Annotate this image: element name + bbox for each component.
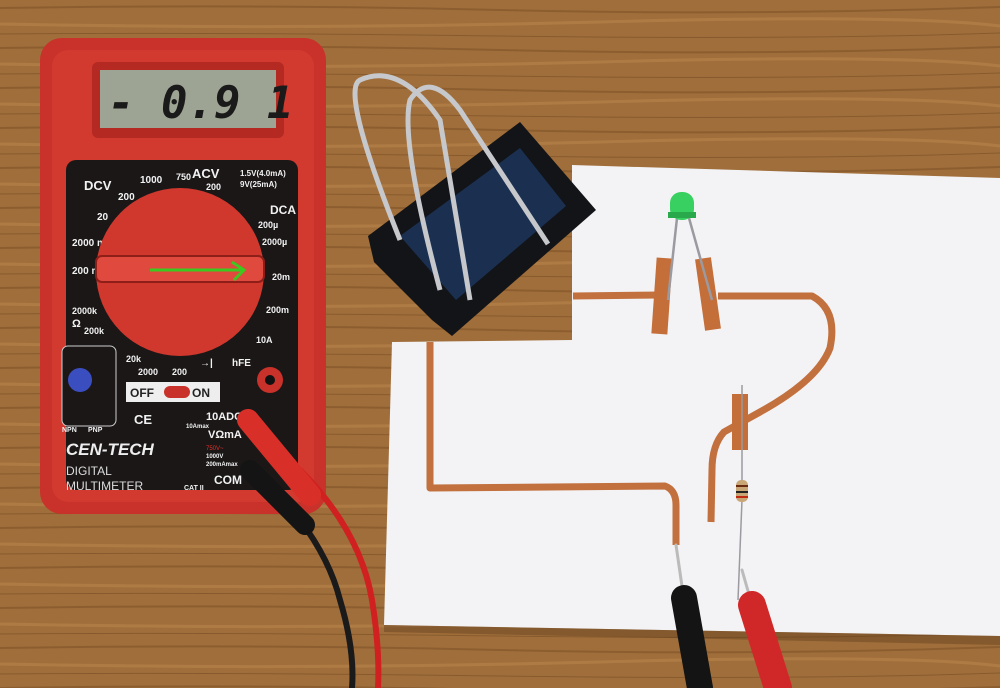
dcv-range: 20 xyxy=(97,212,109,223)
acv-range: 750 xyxy=(176,172,191,182)
dcv-range: 2000 m xyxy=(72,238,106,249)
dca-range: 200m xyxy=(266,305,289,315)
green-led xyxy=(666,192,714,301)
vma-rating: 200mAmax xyxy=(206,462,238,468)
model-label: DIGITAL xyxy=(66,464,112,478)
dcv-range: 200 xyxy=(118,192,135,203)
battery-test-label: 1.5V(4.0mA) xyxy=(240,169,286,178)
binder-clip xyxy=(352,73,596,336)
diode-label: →| xyxy=(200,358,213,369)
com-jack-label: COM xyxy=(214,473,242,487)
acv-label: ACV xyxy=(192,166,220,181)
ohm-range: 200 xyxy=(172,367,187,377)
dca-range: 200µ xyxy=(258,220,278,230)
black-probe xyxy=(671,585,713,688)
green-arrow-annotation xyxy=(150,260,247,282)
model-label: MULTIMETER xyxy=(66,479,143,493)
npn-label: NPN xyxy=(62,427,77,434)
ohm-range: 2000k xyxy=(72,306,98,316)
acv-range: 200 xyxy=(206,182,221,192)
dca-range: 20m xyxy=(272,272,290,282)
resistor xyxy=(736,385,748,601)
off-label: OFF xyxy=(130,386,154,400)
test-leads xyxy=(237,409,792,688)
brand-logo: CEN-TECH xyxy=(66,440,155,459)
dcv-range: 200 m xyxy=(72,266,100,277)
ohm-label: Ω xyxy=(72,318,81,330)
dca-range: 10A xyxy=(256,335,273,345)
ohm-range: 200k xyxy=(84,326,105,336)
lcd-display xyxy=(100,70,276,128)
vma-jack-label: VΩmA xyxy=(208,429,242,441)
dca-label: DCA xyxy=(270,203,296,217)
copper-tape-traces xyxy=(426,291,836,545)
ohm-range: 2000 xyxy=(138,367,158,377)
red-probe xyxy=(738,591,792,688)
black-lead-plug xyxy=(240,460,315,535)
ohm-range: 20k xyxy=(126,354,142,364)
ce-mark: CE xyxy=(134,412,152,427)
dcv-label: DCV xyxy=(84,178,112,193)
battery-test-label: 9V(25mA) xyxy=(240,180,277,189)
10adc-jack-label: 10ADC xyxy=(206,411,242,423)
pnp-label: PNP xyxy=(88,427,103,434)
hfe-label: hFE xyxy=(232,358,251,369)
on-label: ON xyxy=(192,386,210,400)
vma-rating: 1000V xyxy=(206,454,223,460)
dcv-range: 1000 xyxy=(140,175,163,186)
red-lead-plug xyxy=(237,409,321,506)
lcd-reading: - 0.9 1 xyxy=(108,78,293,129)
multimeter: - 0.9 1 DCV 1000 200 20 2000 m 200 m 750… xyxy=(40,38,326,514)
cat-rating: CAT II xyxy=(184,485,204,492)
vma-rating: 750V~ xyxy=(206,446,224,452)
paper-sheet xyxy=(384,165,1000,636)
dca-range: 2000µ xyxy=(262,237,287,247)
hfe-socket[interactable] xyxy=(68,368,92,392)
10a-max-label: 10Amax xyxy=(186,424,210,430)
copper-pads xyxy=(651,257,748,450)
